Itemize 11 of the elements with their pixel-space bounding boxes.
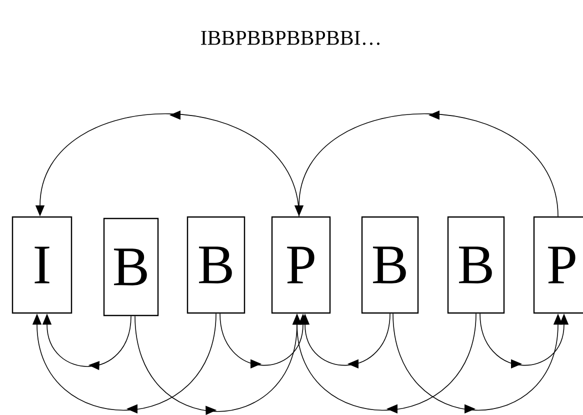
- frame-box: B: [447, 216, 505, 314]
- frame-box: P: [271, 216, 331, 314]
- arrow: [32, 313, 216, 414]
- frame-box: B: [361, 216, 419, 314]
- arrow: [300, 313, 390, 368]
- frame-box: B: [186, 216, 246, 314]
- frame-box: B: [103, 218, 159, 316]
- title: IBBPBBPBBPBBI…: [201, 31, 380, 45]
- frame-box: P: [533, 216, 583, 314]
- arrow: [292, 313, 476, 414]
- frame-box: I: [12, 216, 72, 314]
